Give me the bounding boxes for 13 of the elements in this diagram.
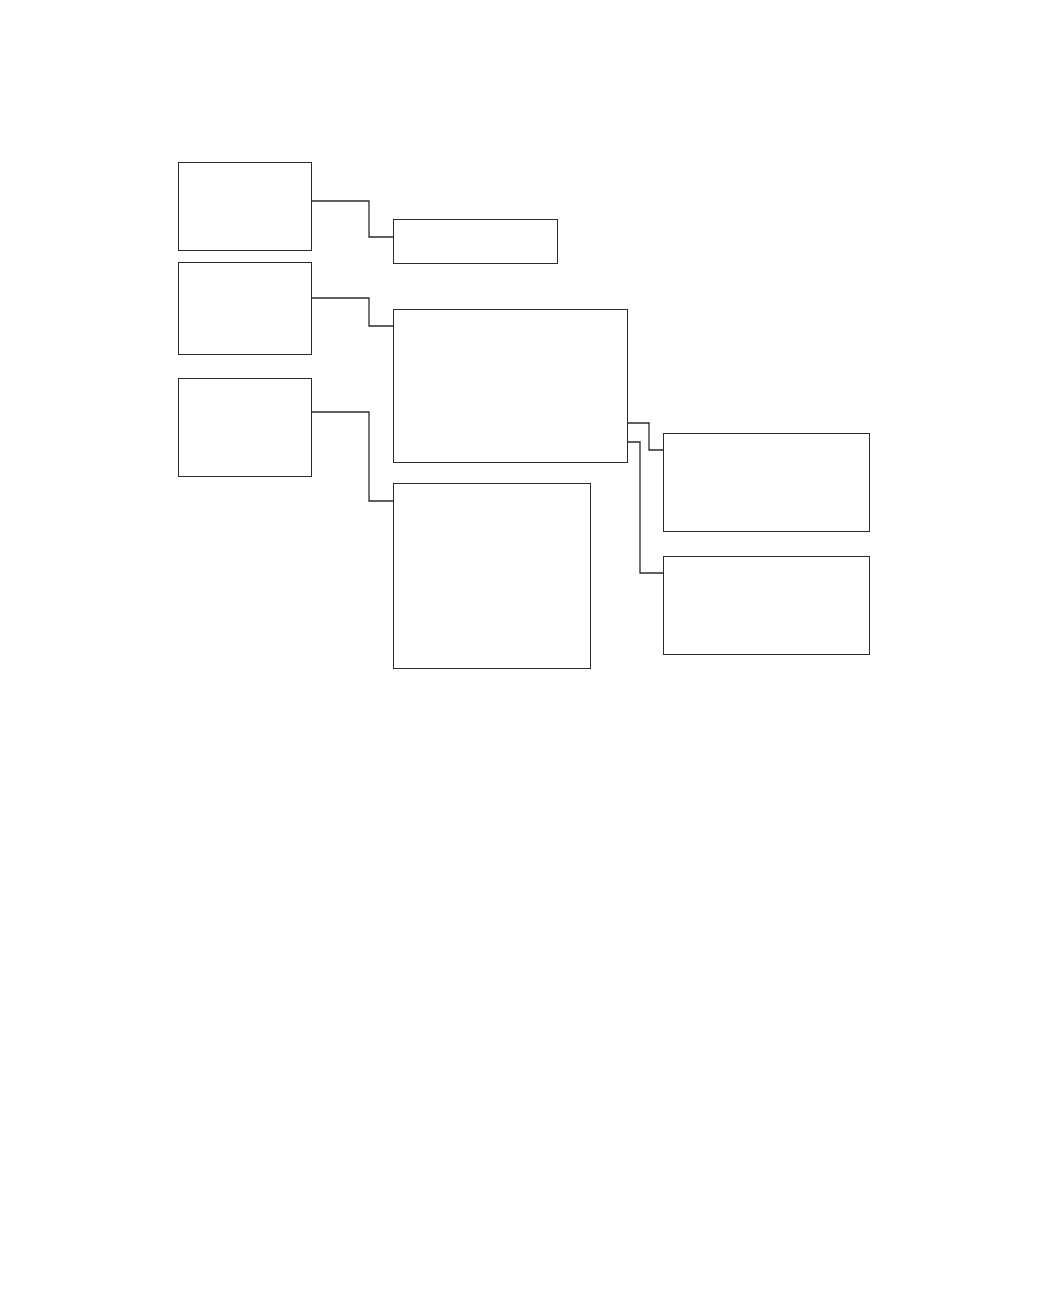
- empty-box: [663, 556, 870, 655]
- connector-line: [627, 441, 664, 574]
- connector-line: [311, 297, 394, 327]
- connector-line: [311, 411, 394, 502]
- empty-box: [393, 309, 628, 463]
- empty-box: [663, 433, 870, 532]
- empty-box: [178, 162, 312, 251]
- empty-box: [393, 219, 558, 264]
- empty-box: [178, 262, 312, 355]
- empty-box: [393, 483, 591, 669]
- connector-line: [311, 200, 394, 238]
- empty-box: [178, 378, 312, 477]
- connector-line: [627, 422, 664, 451]
